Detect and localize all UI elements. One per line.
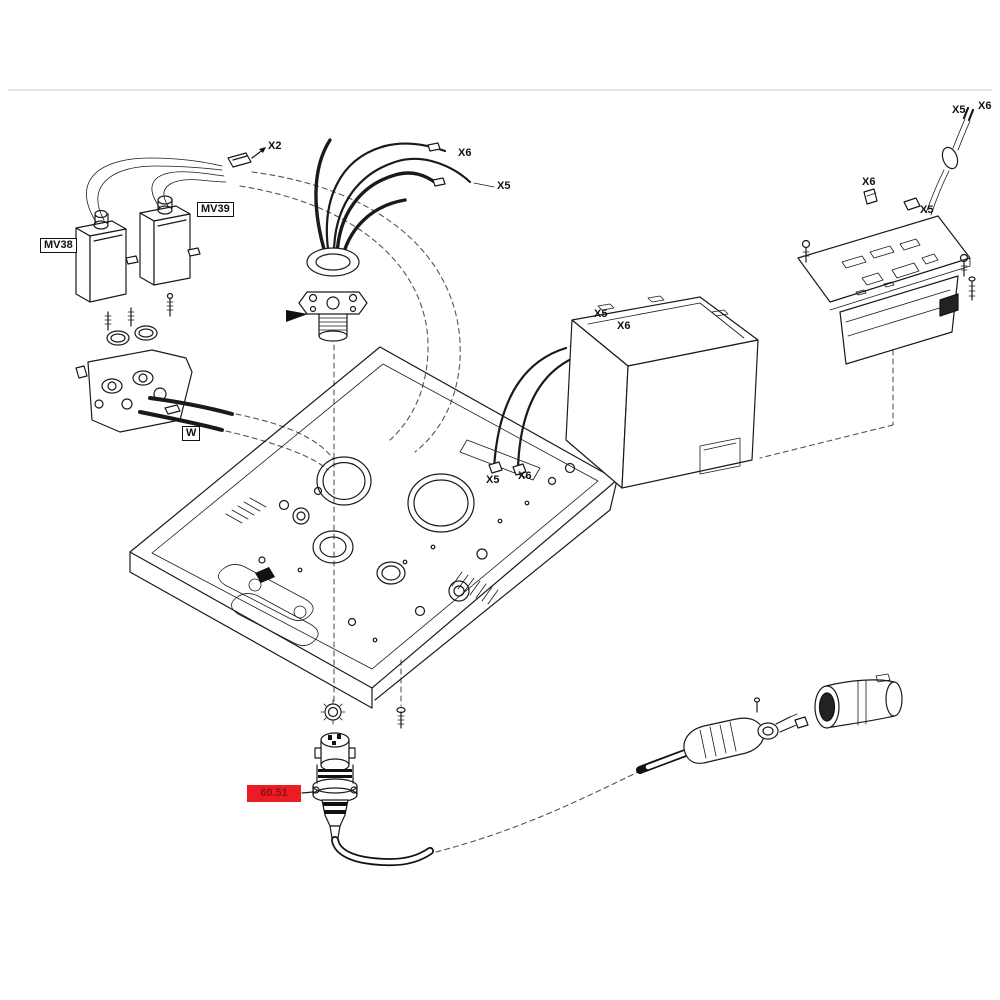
label-pcbtop-x5: X5 xyxy=(952,104,966,116)
connector-60-51 xyxy=(301,699,434,867)
label-pcbtop-x6: X6 xyxy=(978,100,992,112)
valve-assembly xyxy=(75,147,266,433)
pcb-assembly xyxy=(797,106,976,365)
power-plug xyxy=(636,697,802,774)
label-box-x6: X6 xyxy=(617,320,631,332)
cable-bundle xyxy=(286,138,495,342)
label-chassis-x5: X5 xyxy=(486,474,500,486)
part-number-badge[interactable]: 60.51 xyxy=(247,785,301,802)
label-pcb-x5: X5 xyxy=(920,204,934,216)
label-mv38: MV38 xyxy=(40,238,77,253)
alignment-guides xyxy=(225,171,894,853)
label-box-x5: X5 xyxy=(594,308,608,320)
electronics-box xyxy=(488,295,759,489)
label-pcb-x6: X6 xyxy=(862,176,876,188)
label-bundle-x6: X6 xyxy=(458,147,472,159)
label-chassis-x6: X6 xyxy=(518,470,532,482)
label-x2: X2 xyxy=(268,140,282,152)
label-bundle-x5: X5 xyxy=(497,180,511,192)
socket-connector xyxy=(794,673,903,729)
label-mv39: MV39 xyxy=(197,202,234,217)
chassis xyxy=(129,346,618,709)
label-w: W xyxy=(182,426,201,441)
